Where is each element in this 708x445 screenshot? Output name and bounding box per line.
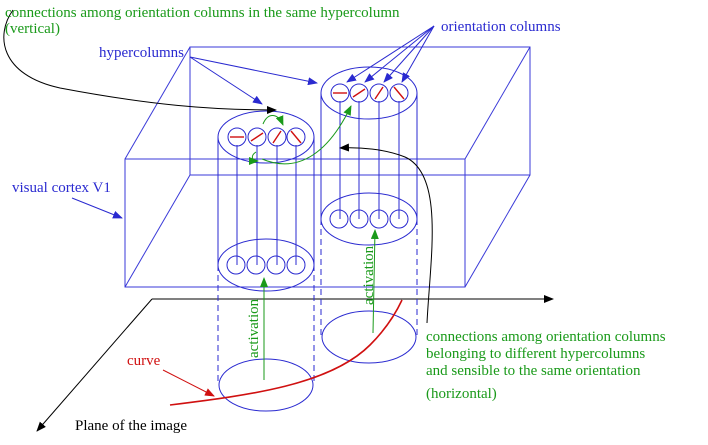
orientation-column-right-4	[389, 83, 409, 103]
label-activation-left: activation	[246, 298, 262, 358]
label-hypercolumns: hypercolumns	[99, 45, 184, 61]
different-hypercolumns-pointer	[339, 143, 433, 324]
visual-cortex-pointer	[71, 197, 123, 219]
label-different-hypercolumns-2: belonging to different hypercolumns	[426, 346, 645, 362]
stimulus-curve	[169, 299, 403, 406]
label-plane-of-image: Plane of the image	[75, 418, 187, 434]
label-activation-right: activation	[361, 245, 377, 305]
orientation-column-right-3	[369, 83, 389, 103]
hypercolumn-left	[217, 110, 315, 412]
vertical-connection-arrow-top	[262, 115, 284, 126]
orientation-columns-right	[330, 83, 409, 103]
label-curve: curve	[127, 353, 161, 369]
same-hypercolumn-pointer	[3, 9, 277, 114]
label-visual-cortex: visual cortex V1	[12, 180, 111, 196]
hypercolumn-right	[320, 66, 418, 364]
activation-arrow-right	[370, 229, 379, 334]
horizontal-connection-arrow	[261, 105, 352, 165]
label-orientation-columns: orientation columns	[441, 19, 561, 35]
label-horizontal: (horizontal)	[426, 386, 497, 402]
orientation-column-left-4	[286, 127, 306, 147]
curve-pointer-arrow	[162, 369, 215, 397]
label-same-hypercolumn-1: connections among orientation columns in…	[5, 5, 400, 21]
label-different-hypercolumns-1: connections among orientation columns	[426, 329, 666, 345]
visual-cortex-box	[124, 46, 531, 288]
orientation-column-right-2	[349, 83, 369, 103]
orientation-columns-pointers	[346, 25, 435, 83]
label-different-hypercolumns-3: and sensible to the same orientation	[426, 363, 641, 379]
image-plane-axes	[36, 295, 554, 432]
vertical-connection-arrow-bottom	[248, 151, 259, 165]
orientation-columns-left	[227, 127, 306, 147]
orientation-column-right-1	[330, 83, 350, 103]
orientation-column-left-1	[227, 127, 247, 147]
hypercolumns-pointers	[189, 56, 318, 105]
orientation-column-left-3	[267, 127, 287, 147]
orientation-column-left-2	[247, 127, 267, 147]
label-same-hypercolumn-2: (vertical)	[5, 21, 60, 37]
